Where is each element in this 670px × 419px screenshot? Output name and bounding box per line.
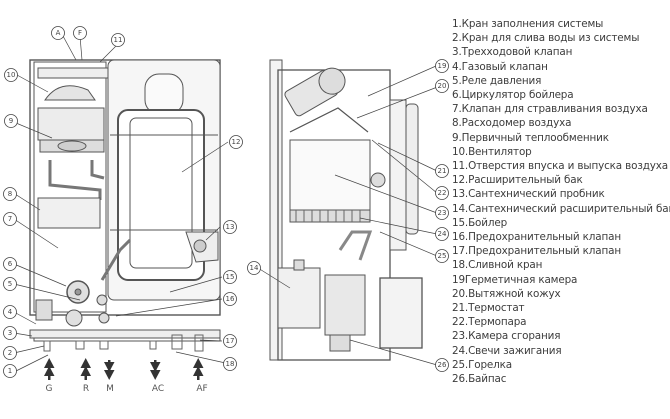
callout-label: 2 [8,349,12,357]
legend-item: 1.Кран заполнения системы [452,18,604,30]
callout-label: 26 [438,361,447,369]
callout-labels: A F 11 10 9 12 8 7 13 6 5 15 4 16 3 17 2… [7,29,447,375]
callout-label: 12 [232,138,241,146]
callout-label: A [56,29,61,37]
callout-label: 23 [438,209,447,217]
port-label-g: G [46,384,53,394]
callout-label: 15 [226,273,235,281]
legend-item: 26.Байпас [452,373,507,386]
legend-item: 20.Вытяжной кожух [452,287,561,300]
legend-item: 7.Клапан для стравливания воздуха [452,103,648,116]
port-arrows [44,358,204,380]
legend-item: 19Герметичная камера [452,273,578,286]
port-label-af: AF [196,384,207,394]
callout-label: 9 [9,117,13,125]
callout-label: F [78,29,82,37]
callout-label: 22 [438,189,447,197]
legend-item: 12.Расширительный бак [452,174,583,187]
callout-label: 20 [438,82,447,90]
callout-label: 11 [114,36,123,44]
legend-item: 11.Отверстия впуска и выпуска воздуха [452,160,668,173]
legend-item: 22.Термопара [452,316,527,329]
callout-label: 25 [438,252,447,260]
arrow-down-icon [150,360,161,380]
callout-label: 1 [8,367,12,375]
legend-item: 13.Сантехнический пробник [452,188,605,201]
callouts [3,26,449,378]
port-label-ac: AC [152,384,164,394]
legend-item: 2.Кран для слива воды из системы [452,32,640,45]
callout-label: 7 [8,215,12,223]
callout-label: 8 [8,190,12,198]
legend-item: 14.Сантехнический расширительный бак [452,202,670,215]
callout-label: 10 [7,71,16,79]
legend-item: 15.Бойлер [452,216,508,229]
legend-item: 10.Вентилятор [452,145,532,158]
legend-item: 4.Газовый клапан [452,60,548,73]
callout-label: 6 [8,260,13,268]
callout-label: 21 [438,167,447,175]
legend-item: 25.Горелка [452,358,512,371]
legend-item: 24.Свечи зажигания [452,344,562,357]
legend-item: 6.Циркулятор бойлера [452,89,574,102]
arrow-up-icon [80,358,91,380]
legend-item: 5.Реле давления [452,74,542,87]
port-label-m: M [106,384,114,394]
legend-item: 21.Термостат [452,302,525,315]
callout-label: 14 [250,264,259,272]
callout-label: 5 [8,280,12,288]
callout-label: 24 [438,230,447,238]
callout-label: 13 [226,223,235,231]
legend-item: 16.Предохранительный клапан [452,231,621,244]
legend-item: 18.Сливной кран [452,259,543,272]
side-view [269,59,423,361]
legend-item: 3.Трехходовой клапан [452,46,573,59]
legend-item: 23.Камера сгорания [452,330,561,343]
front-view [29,59,221,352]
callout-label: 4 [8,308,13,316]
legend-item: 8.Расходомер воздуха [452,117,572,130]
callout-label: 18 [226,360,235,368]
callout-label: 16 [226,295,235,303]
callout-label: 3 [8,329,12,337]
arrow-up-icon [44,358,55,380]
port-label-r: R [83,384,89,394]
legend-item: 17.Предохранительный клапан [452,245,621,258]
callout-label: 17 [226,337,235,345]
callout-label: 19 [438,62,447,70]
arrow-down-icon [104,360,115,380]
legend-item: 9.Первичный теплообменник [452,131,609,144]
arrow-up-icon [193,358,204,380]
legend: 1.Кран заполнения системы 2.Кран для сли… [452,17,670,386]
